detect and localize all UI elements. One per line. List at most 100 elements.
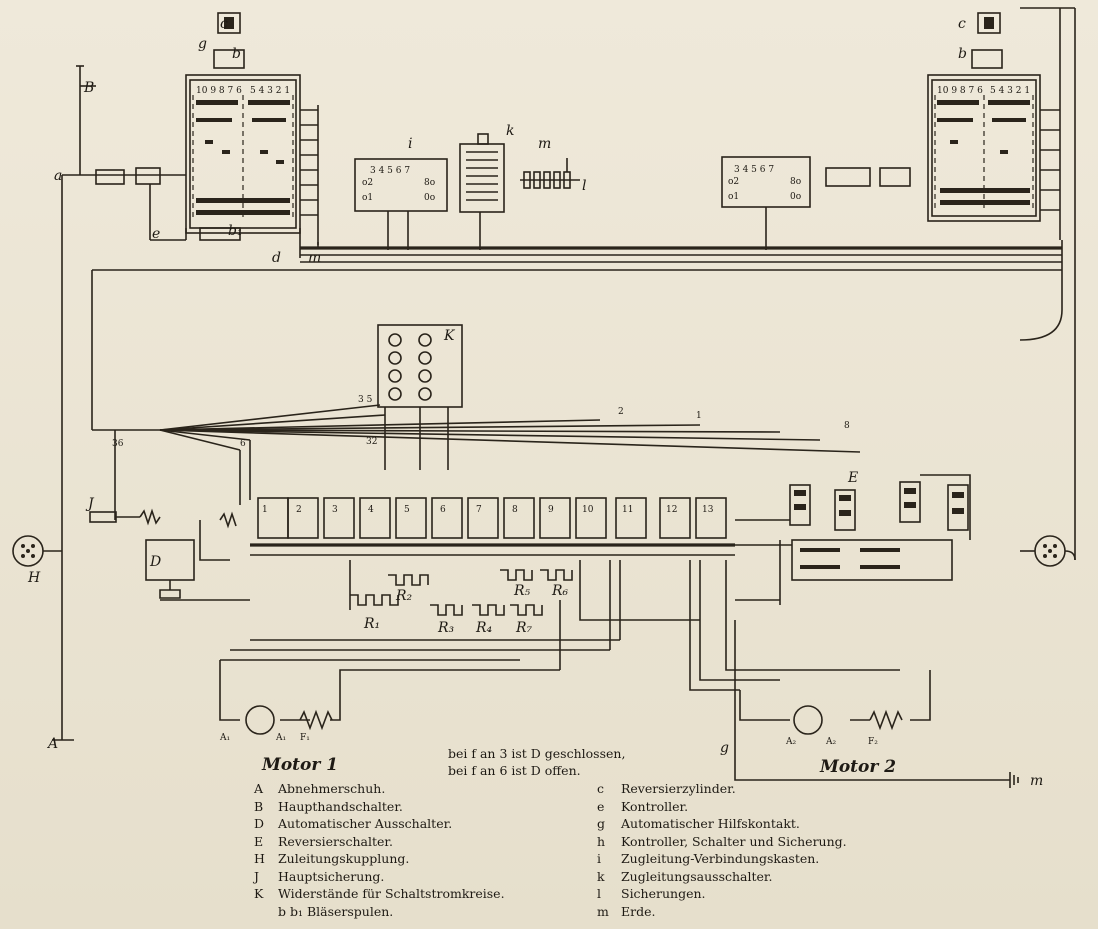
- svg-text:F₂: F₂: [868, 737, 878, 747]
- right-controller: 10 9 8 7 6 5 4 3 2 1 c b: [927, 7, 1076, 560]
- left-cab-wiring: B a A e b₁ d m: [46, 65, 321, 752]
- legend-key: m: [597, 903, 609, 919]
- svg-text:d: d: [272, 250, 281, 266]
- legend-key: B: [254, 798, 264, 814]
- wire-number: 8: [844, 421, 850, 431]
- legend-text: Sicherungen.: [621, 886, 706, 901]
- legend-text: Erde.: [621, 903, 656, 919]
- legend-key: K: [254, 886, 264, 901]
- svg-text:c: c: [958, 16, 966, 32]
- legend-entry: B Haupthandschalter.: [254, 798, 505, 816]
- svg-text:o1: o1: [362, 193, 373, 203]
- legend-text: Abnehmerschuh.: [278, 781, 386, 796]
- svg-text:c: c: [220, 16, 228, 32]
- svg-text:m: m: [308, 250, 321, 266]
- note-line-2: bei f an 6 ist D offen.: [448, 763, 581, 778]
- svg-text:J: J: [85, 496, 95, 512]
- wire-number-labels: 3 5 32 36 2 1 8 6: [112, 395, 850, 449]
- contact-label: 7: [476, 505, 482, 515]
- resistor-bank-K: K: [377, 324, 463, 470]
- contact-label: 1: [262, 505, 268, 515]
- legend-text: b b₁ Bläserspulen.: [278, 903, 394, 919]
- svg-text:0o: 0o: [424, 193, 435, 203]
- legend-text: Hauptsicherung.: [278, 868, 385, 884]
- svg-text:A₁: A₁: [219, 733, 230, 743]
- contact-label: 6: [440, 505, 446, 515]
- legend-text: Reversierschalter.: [278, 833, 393, 849]
- legend-key: [254, 903, 278, 921]
- motor-leads: m g: [219, 560, 1043, 789]
- svg-text:b: b: [232, 46, 241, 62]
- svg-text:3 4 5 6 7: 3 4 5 6 7: [370, 166, 410, 176]
- wire-number: 36: [112, 439, 124, 449]
- contact-label: 10: [582, 505, 594, 515]
- svg-text:A: A: [46, 736, 58, 752]
- legend-key: e: [597, 798, 605, 814]
- wire-number: 2: [618, 407, 624, 417]
- resistor-label: R₃: [437, 620, 455, 636]
- svg-text:g: g: [720, 740, 729, 756]
- wire-fan: [114, 404, 861, 520]
- motor-2-label: Motor 2: [819, 757, 896, 777]
- svg-text:e: e: [152, 226, 160, 242]
- line-switch-k: k: [459, 123, 514, 213]
- legend-key: h: [597, 833, 606, 849]
- contact-label: 8: [512, 505, 518, 515]
- legend-entry: m Erde.: [597, 903, 847, 921]
- svg-text:m: m: [1030, 773, 1043, 789]
- legend-entry: c Reversierzylinder.: [597, 780, 847, 798]
- svg-text:5 4 3 2 1: 5 4 3 2 1: [250, 86, 290, 96]
- wire-number: 32: [366, 437, 377, 447]
- legend-text: Automatischer Ausschalter.: [278, 816, 453, 831]
- fuses-l: m l: [520, 136, 586, 194]
- automatic-switch-D: J D: [85, 496, 250, 601]
- legend-key: k: [597, 868, 605, 884]
- svg-text:B: B: [83, 80, 94, 96]
- svg-text:F₁: F₁: [300, 733, 310, 743]
- legend-key: c: [597, 781, 605, 796]
- svg-text:A₁: A₁: [275, 733, 286, 743]
- wire-number: 1: [696, 411, 702, 421]
- legend-text: Automatischer Hilfskontakt.: [621, 816, 800, 831]
- svg-text:10 9 8 7 6: 10 9 8 7 6: [937, 86, 983, 96]
- legend-key: H: [254, 851, 265, 866]
- train-line-cable: [91, 207, 1063, 431]
- svg-text:m: m: [538, 136, 551, 152]
- legend-text: Reversierzylinder.: [621, 781, 736, 796]
- svg-text:H: H: [27, 570, 41, 586]
- legend-entry: b b₁ Bläserspulen.: [254, 903, 505, 921]
- svg-text:k: k: [506, 123, 514, 139]
- contact-label: 11: [622, 505, 633, 515]
- resistor-label: R₁: [363, 616, 380, 632]
- resistor-label: R₅: [513, 583, 531, 599]
- legend-key: A: [254, 781, 264, 796]
- svg-text:10 9 8 7 6: 10 9 8 7 6: [196, 86, 242, 96]
- connection-box-i: 3 4 5 6 7 o2 8o o1 0o i: [354, 136, 448, 212]
- svg-text:g: g: [198, 36, 207, 52]
- svg-text:i: i: [408, 136, 412, 152]
- contact-label: 12: [666, 505, 677, 515]
- motor-1-label: Motor 1: [261, 755, 338, 775]
- legend-text: Haupthandschalter.: [278, 798, 403, 814]
- legend-key: J: [254, 868, 260, 884]
- left-coupling-plug: H: [12, 535, 62, 586]
- controller-contacts: [250, 497, 735, 556]
- svg-text:D: D: [149, 554, 161, 570]
- legend-entry: A Abnehmerschuh.: [254, 780, 505, 798]
- svg-text:3 4 5 6 7: 3 4 5 6 7: [734, 165, 774, 175]
- contact-label: 2: [296, 505, 302, 515]
- contact-label: 3: [332, 505, 338, 515]
- svg-text:b₁: b₁: [228, 223, 243, 239]
- legend-key: E: [254, 833, 264, 849]
- resistor-label: R₂: [395, 588, 413, 604]
